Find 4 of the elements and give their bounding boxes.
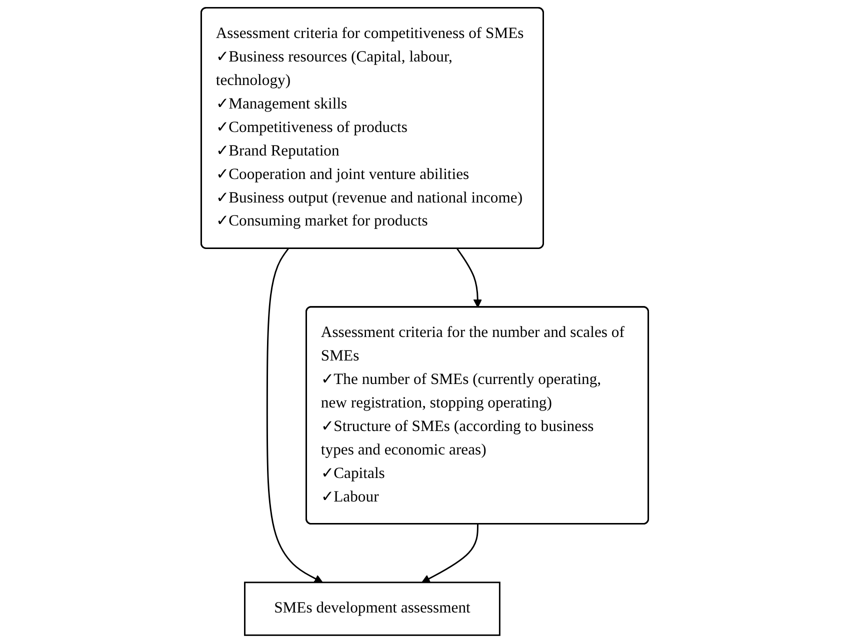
arrow: [456, 248, 482, 308]
arrow: [266, 248, 323, 583]
arrow: [421, 524, 478, 583]
node-box: SMEs development assessment: [244, 582, 500, 636]
